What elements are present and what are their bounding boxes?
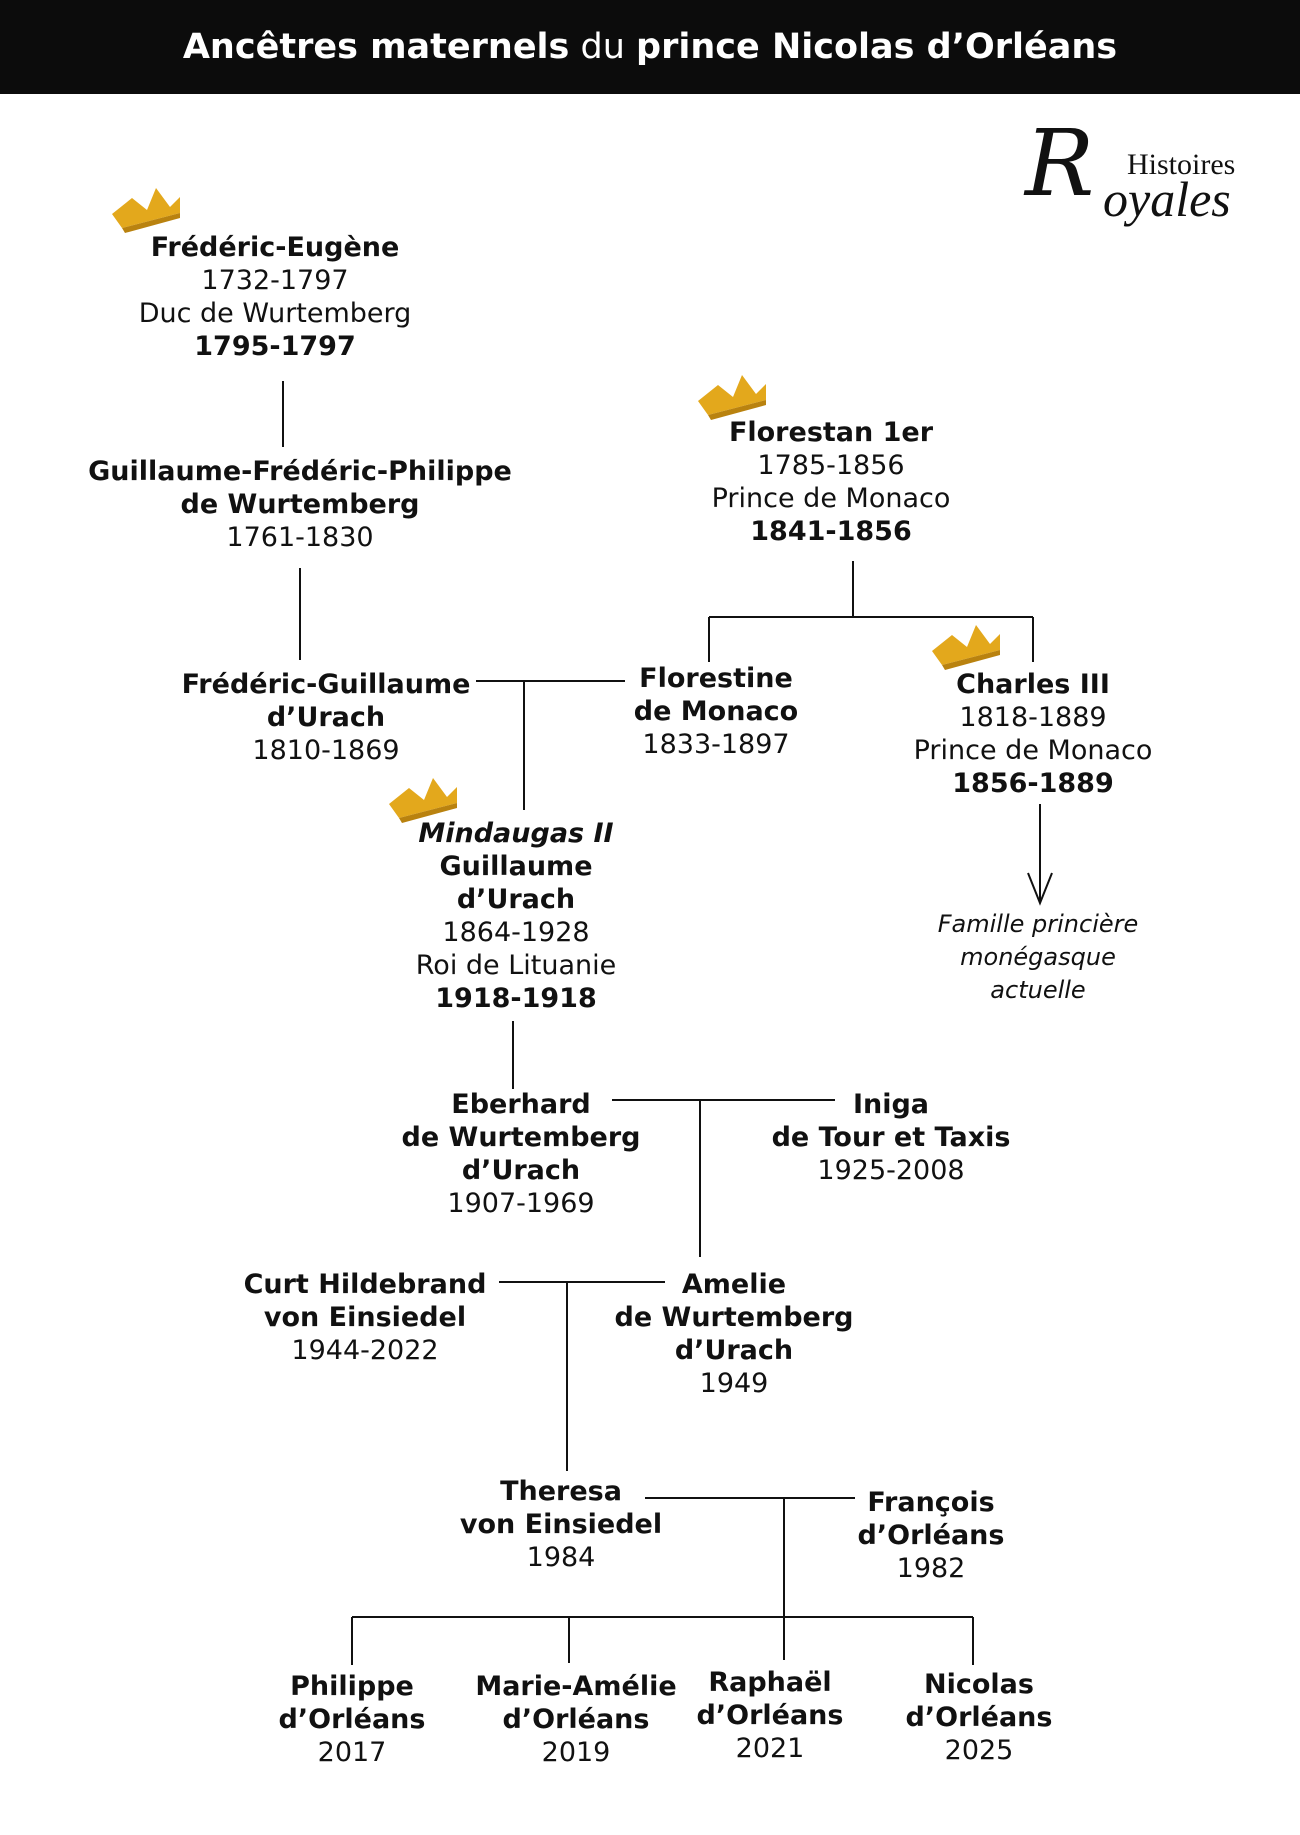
- note-line: actuelle: [990, 976, 1086, 1004]
- person-charles-iii: Charles III 1818-1889 Prince de Monaco 1…: [883, 668, 1183, 800]
- person-name: d’Orléans: [278, 1704, 426, 1735]
- person-reign: 1918-1918: [435, 983, 597, 1014]
- person-name: d’Urach: [674, 1335, 794, 1366]
- person-dates: 1925-2008: [817, 1155, 965, 1186]
- person-dates: 1944-2022: [291, 1335, 439, 1366]
- person-name: von Einsiedel: [263, 1302, 467, 1333]
- person-dates: 1761-1830: [226, 522, 374, 553]
- person-name: Florestan 1er: [728, 417, 934, 448]
- person-theresa: Theresa von Einsiedel 1984: [411, 1475, 711, 1574]
- histoires-royales-logo: R Histoires oyales: [1025, 118, 1275, 240]
- person-reign: 1795-1797: [194, 331, 356, 362]
- person-name: Charles III: [956, 669, 1110, 700]
- page-title: Ancêtres maternels du prince Nicolas d’O…: [0, 0, 1300, 94]
- person-frederic-guillaume: Frédéric-Guillaume d’Urach 1810-1869: [151, 668, 501, 767]
- person-name: d’Urach: [461, 1155, 581, 1186]
- person-name: de Wurtemberg: [614, 1302, 854, 1333]
- logo-line-2: oyales: [1103, 171, 1231, 227]
- person-amelie: Amelie de Wurtemberg d’Urach 1949: [584, 1268, 884, 1400]
- person-name: d’Orléans: [857, 1520, 1005, 1551]
- title-part-3: prince Nicolas d’Orléans: [636, 27, 1118, 67]
- person-dates: 1907-1969: [447, 1188, 595, 1219]
- person-dates: 2025: [944, 1735, 1014, 1766]
- person-reign: 1841-1856: [750, 516, 912, 547]
- person-philippe: Philippe d’Orléans 2017: [252, 1670, 452, 1769]
- arrow-head: [1027, 872, 1053, 906]
- person-dates: 1810-1869: [252, 735, 400, 766]
- crown-icon: [932, 625, 1000, 670]
- famille-princiere-note: Famille princière monégasque actuelle: [888, 908, 1188, 1007]
- person-name: de Wurtemberg: [180, 489, 420, 520]
- person-dates: 2017: [317, 1737, 387, 1768]
- person-dates: 2021: [735, 1733, 805, 1764]
- person-frederic-eugene: Frédéric-Eugène 1732-1797 Duc de Wurtemb…: [75, 231, 475, 363]
- person-name: d’Orléans: [696, 1700, 844, 1731]
- person-name: Nicolas: [924, 1669, 1034, 1700]
- person-dates: 1984: [526, 1542, 596, 1573]
- crown-icon: [389, 778, 457, 823]
- person-name: Curt Hildebrand: [243, 1269, 487, 1300]
- person-name: Amelie: [681, 1269, 787, 1300]
- person-dates: 2019: [541, 1737, 611, 1768]
- person-name: d’Urach: [456, 884, 576, 915]
- person-name: Guillaume: [439, 851, 593, 882]
- person-dates: 1982: [896, 1553, 966, 1584]
- note-line: monégasque: [960, 943, 1116, 971]
- person-eberhard: Eberhard de Wurtemberg d’Urach 1907-1969: [371, 1088, 671, 1220]
- person-florestine: Florestine de Monaco 1833-1897: [576, 662, 856, 761]
- person-name: Philippe: [290, 1671, 414, 1702]
- person-guillaume-frederic-philippe: Guillaume-Frédéric-Philippe de Wurtember…: [50, 455, 550, 554]
- person-title: Prince de Monaco: [711, 483, 951, 514]
- person-name: Frédéric-Eugène: [150, 232, 400, 263]
- person-name: de Tour et Taxis: [771, 1122, 1011, 1153]
- title-part-1: Ancêtres maternels: [182, 27, 570, 67]
- person-name: François: [867, 1487, 995, 1518]
- crown-icon: [698, 375, 766, 420]
- person-marie-amelie: Marie-Amélie d’Orléans 2019: [461, 1670, 691, 1769]
- person-name: Eberhard: [451, 1089, 591, 1120]
- person-name: Florestine: [639, 663, 793, 694]
- person-name: Raphaël: [708, 1667, 832, 1698]
- person-name: Iniga: [852, 1089, 930, 1120]
- person-name: de Wurtemberg: [401, 1122, 641, 1153]
- person-dates: 1785-1856: [757, 450, 905, 481]
- person-regnal-name: Mindaugas II: [418, 818, 614, 849]
- person-name: de Monaco: [633, 696, 799, 727]
- person-name: Marie-Amélie: [475, 1671, 677, 1702]
- person-title: Prince de Monaco: [913, 735, 1153, 766]
- person-title: Roi de Lituanie: [415, 950, 617, 981]
- person-dates: 1864-1928: [442, 917, 590, 948]
- person-iniga: Iniga de Tour et Taxis 1925-2008: [741, 1088, 1041, 1187]
- crown-icon: [112, 188, 180, 233]
- person-name: Guillaume-Frédéric-Philippe: [88, 456, 512, 487]
- person-name: Frédéric-Guillaume: [181, 669, 471, 700]
- title-part-2: du: [569, 27, 637, 67]
- person-name: d’Orléans: [905, 1702, 1053, 1733]
- person-dates: 1949: [699, 1368, 769, 1399]
- person-reign: 1856-1889: [952, 768, 1114, 799]
- person-title: Duc de Wurtemberg: [138, 298, 412, 329]
- person-mindaugas-ii: Mindaugas II Guillaume d’Urach 1864-1928…: [366, 817, 666, 1015]
- person-florestan: Florestan 1er 1785-1856 Prince de Monaco…: [631, 416, 1031, 548]
- person-nicolas: Nicolas d’Orléans 2025: [879, 1668, 1079, 1767]
- person-dates: 1833-1897: [642, 729, 790, 760]
- person-name: d’Orléans: [502, 1704, 650, 1735]
- note-line: Famille princière: [937, 910, 1139, 938]
- person-francois: François d’Orléans 1982: [831, 1486, 1031, 1585]
- person-dates: 1732-1797: [201, 265, 349, 296]
- person-name: d’Urach: [266, 702, 386, 733]
- person-dates: 1818-1889: [959, 702, 1107, 733]
- person-name: von Einsiedel: [459, 1509, 663, 1540]
- logo-line-1: Histoires: [1127, 148, 1236, 181]
- person-curt-hildebrand: Curt Hildebrand von Einsiedel 1944-2022: [215, 1268, 515, 1367]
- logo-letter: R: [1025, 110, 1095, 217]
- person-raphael: Raphaël d’Orléans 2021: [670, 1666, 870, 1765]
- person-name: Theresa: [500, 1476, 622, 1507]
